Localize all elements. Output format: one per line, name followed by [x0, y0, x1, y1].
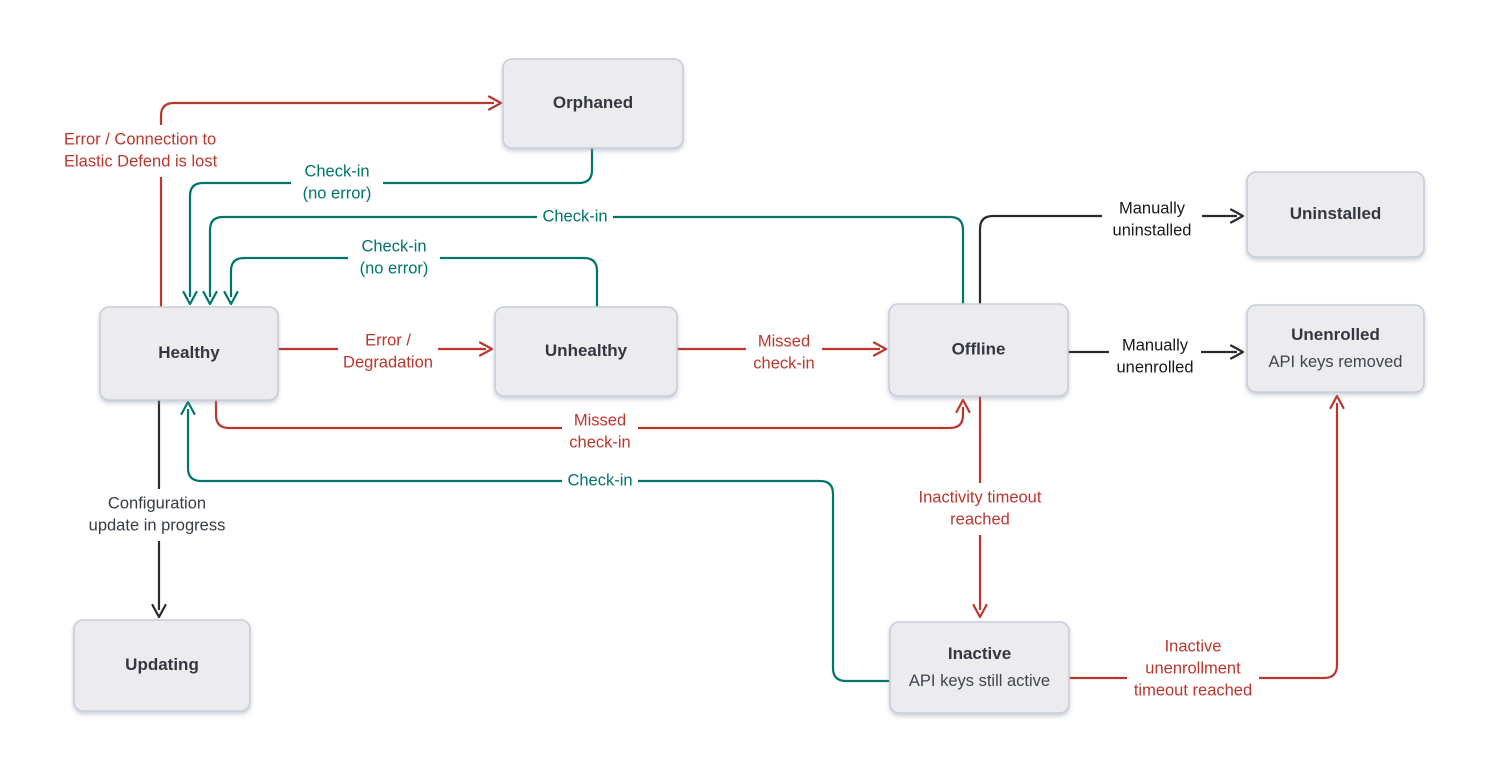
- node-title-unenrolled: Unenrolled: [1291, 325, 1380, 344]
- node-box-unhealthy: [494, 306, 678, 397]
- edge-label-text: timeout reached: [1134, 681, 1252, 699]
- edge-label-mask: [291, 157, 383, 209]
- edge-label-offline-to-healthy: Check-in: [537, 202, 613, 232]
- edge-label-text: Degradation: [343, 353, 433, 371]
- node-box-healthy: [99, 306, 279, 401]
- edge-label-text: reached: [950, 510, 1010, 528]
- node-unhealthy: Unhealthy: [494, 306, 678, 397]
- edge-label-text: Check-in: [567, 471, 632, 489]
- arrowhead-inactive-to-healthy: [180, 400, 196, 416]
- arrowhead-healthy-to-updating: [151, 603, 167, 619]
- node-box-offline: [888, 303, 1069, 397]
- edge-label-text: Check-in: [304, 162, 369, 180]
- edge-label-text: unenrollment: [1145, 659, 1241, 677]
- arrowhead-offline-to-healthy: [202, 290, 218, 306]
- arrowheads-layer: [151, 95, 1345, 619]
- edge-labels-layer: Error / Connection to Elastic Defend is l…: [58, 125, 1259, 706]
- edge-label-mask: [562, 406, 638, 458]
- edge-label-text: (no error): [360, 259, 429, 277]
- edge-label-healthy-to-unhealthy: Error / Degradation: [338, 326, 438, 378]
- edge-label-text: Check-in: [542, 207, 607, 225]
- node-subtitle-inactive: API keys still active: [909, 672, 1050, 690]
- edge-label-text: Configuration: [108, 494, 206, 512]
- node-title-unhealthy: Unhealthy: [545, 341, 628, 360]
- node-box-updating: [73, 619, 251, 712]
- node-title-healthy: Healthy: [158, 343, 220, 362]
- node-box-orphaned: [502, 58, 684, 149]
- edge-label-mask: [1109, 331, 1201, 383]
- node-orphaned: Orphaned: [502, 58, 684, 149]
- arrowhead-healthy-to-orphaned: [487, 95, 503, 111]
- edge-label-text: Error / Connection to: [64, 130, 216, 148]
- edge-label-text: Elastic Defend is lost: [64, 152, 218, 170]
- edge-inactive-to-healthy: [186, 409, 890, 683]
- arrowhead-offline-to-uninstalled: [1229, 208, 1245, 224]
- node-title-uninstalled: Uninstalled: [1290, 204, 1382, 223]
- arrowhead-healthy-to-offline: [955, 398, 971, 414]
- arrowhead-offline-to-unenrolled: [1229, 344, 1245, 360]
- edge-label-text: (no error): [303, 184, 372, 202]
- edge-label-text: unenrolled: [1116, 358, 1193, 376]
- edge-label-mask: [562, 466, 638, 496]
- edge-label-inactive-to-healthy: Check-in: [562, 466, 638, 496]
- node-title-orphaned: Orphaned: [553, 93, 633, 112]
- edge-label-text: Manually: [1119, 199, 1186, 217]
- edge-label-text: check-in: [569, 433, 630, 451]
- edge-label-text: Missed: [758, 332, 810, 350]
- edge-label-unhealthy-to-offline: Missed check-in: [746, 327, 822, 379]
- edge-label-text: check-in: [753, 354, 814, 372]
- edge-label-mask: [1102, 194, 1202, 246]
- edge-label-mask: [902, 483, 1058, 535]
- edge-label-mask: [1127, 632, 1259, 706]
- edge-label-unhealthy-to-healthy: Check-in (no error): [348, 232, 440, 284]
- edge-label-mask: [338, 326, 438, 378]
- edge-label-mask: [746, 327, 822, 379]
- edge-label-orphaned-to-healthy: Check-in (no error): [291, 157, 383, 209]
- node-title-inactive: Inactive: [948, 644, 1011, 663]
- arrowhead-inactive-to-unenrolled: [1329, 394, 1345, 410]
- node-uninstalled: Uninstalled: [1246, 171, 1425, 258]
- node-box-unenrolled: [1246, 304, 1425, 393]
- edge-label-healthy-to-offline: Missed check-in: [562, 406, 638, 458]
- edge-label-text: Inactivity timeout: [919, 488, 1042, 506]
- node-title-updating: Updating: [125, 655, 199, 674]
- node-title-offline: Offline: [952, 339, 1006, 358]
- edge-label-text: Inactive: [1165, 637, 1222, 655]
- edge-label-mask: [58, 125, 246, 177]
- node-updating: Updating: [73, 619, 251, 712]
- edge-label-healthy-to-updating: Configuration update in progress: [79, 489, 235, 541]
- edge-label-offline-to-inactive: Inactivity timeout reached: [902, 483, 1058, 535]
- arrowhead-unhealthy-to-healthy: [223, 290, 239, 306]
- edge-label-text: update in progress: [89, 516, 226, 534]
- edge-label-text: Manually: [1122, 336, 1189, 354]
- edge-orphaned-to-healthy: [188, 148, 594, 297]
- edge-label-text: Error /: [365, 331, 411, 349]
- edge-label-mask: [348, 232, 440, 284]
- edge-label-offline-to-unenrolled: Manually unenrolled: [1109, 331, 1201, 383]
- edge-label-text: Missed: [574, 411, 626, 429]
- node-offline: Offline: [888, 303, 1069, 397]
- edge-healthy-to-orphaned: [159, 101, 494, 307]
- edge-label-text: Check-in: [361, 237, 426, 255]
- arrowhead-orphaned-to-healthy: [182, 290, 198, 306]
- node-subtitle-unenrolled: API keys removed: [1269, 353, 1403, 371]
- edge-label-text: uninstalled: [1113, 221, 1192, 239]
- edge-offline-to-uninstalled: [978, 214, 1237, 304]
- node-healthy: Healthy: [99, 306, 279, 401]
- node-box-uninstalled: [1246, 171, 1425, 258]
- edge-label-inactive-to-unenrolled: Inactive unenrollment timeout reached: [1127, 632, 1259, 706]
- edge-inactive-to-unenrolled: [1069, 403, 1339, 680]
- arrowhead-healthy-to-unhealthy: [478, 341, 494, 357]
- edge-label-offline-to-uninstalled: Manually uninstalled: [1102, 194, 1202, 246]
- arrowhead-offline-to-inactive: [972, 603, 988, 619]
- edge-label-mask: [79, 489, 235, 541]
- node-box-inactive: [889, 621, 1070, 714]
- arrowhead-unhealthy-to-offline: [872, 341, 888, 357]
- edge-label-mask: [537, 202, 613, 232]
- edge-label-healthy-to-orphaned: Error / Connection to Elastic Defend is l…: [58, 125, 246, 177]
